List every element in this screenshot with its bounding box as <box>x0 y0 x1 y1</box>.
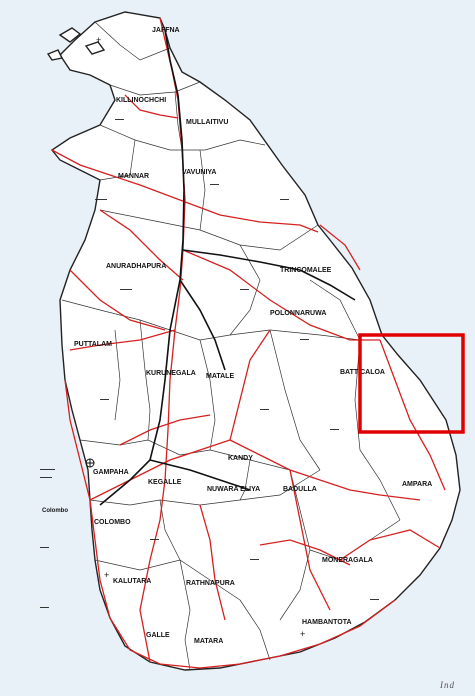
district-labels: JAFFNA KILLINOCHCHI MULLAITIVU MANNAR VA… <box>42 27 432 645</box>
svg-text:▬▬▬: ▬▬▬ <box>260 407 269 411</box>
svg-text:▬▬▬: ▬▬▬ <box>300 337 309 341</box>
label-matale: MATALE <box>206 373 234 380</box>
svg-text:▬▬▬▬▬: ▬▬▬▬▬ <box>40 467 55 471</box>
label-badulla: BADULLA <box>283 486 317 493</box>
svg-text:▬▬▬: ▬▬▬ <box>250 557 259 561</box>
label-kurunegala: KURUNEGALA <box>146 370 196 377</box>
label-colombo-city: Colombo <box>42 508 68 514</box>
label-rathnapura: RATHNAPURA <box>186 580 235 587</box>
svg-text:▬▬▬: ▬▬▬ <box>240 287 249 291</box>
label-trincomalee: TRINCOMALEE <box>280 267 332 274</box>
label-hambantota: HAMBANTOTA <box>302 619 352 626</box>
label-kegalle: KEGALLE <box>148 479 182 486</box>
label-vavuniya: VAVUNIYA <box>182 169 217 176</box>
label-moneragala: MONERAGALA <box>322 557 373 564</box>
footer-label: Ind <box>439 680 455 690</box>
label-mullaitivu: MULLAITIVU <box>186 119 228 126</box>
label-nuwara-eliya: NUWARA ELIYA <box>207 486 260 493</box>
highlight-box <box>358 333 465 434</box>
island-outline <box>50 11 461 671</box>
label-kalutara: KALUTARA <box>113 578 151 585</box>
svg-text:▬▬▬: ▬▬▬ <box>370 597 379 601</box>
svg-text:▬▬▬: ▬▬▬ <box>280 197 289 201</box>
svg-text:▬▬▬▬: ▬▬▬▬ <box>120 287 132 291</box>
label-colombo: COLOMBO <box>94 519 131 526</box>
plus-marker-icon: + <box>104 570 109 580</box>
label-batticaloa: BATTICALOA <box>340 369 385 376</box>
label-ampara: AMPARA <box>402 481 432 488</box>
label-mannar: MANNAR <box>118 173 149 180</box>
svg-text:▬▬▬▬: ▬▬▬▬ <box>95 197 107 201</box>
svg-text:▬▬▬: ▬▬▬ <box>210 182 219 186</box>
label-galle: GALLE <box>146 632 170 639</box>
map-symbols: + + + <box>85 35 305 639</box>
svg-text:▬▬▬: ▬▬▬ <box>40 605 49 609</box>
label-gampaha: GAMPAHA <box>93 469 129 476</box>
label-matara: MATARA <box>194 638 223 645</box>
roads <box>51 17 446 669</box>
svg-text:▬▬▬: ▬▬▬ <box>100 397 109 401</box>
label-puttalam: PUTTALAM <box>74 341 112 348</box>
svg-text:▬▬▬: ▬▬▬ <box>150 537 159 541</box>
jaffna-islets <box>46 27 106 61</box>
label-polonnaruwa: POLONNARUWA <box>270 310 326 317</box>
minor-place-labels: ▬▬▬ ▬▬▬▬ ▬▬▬ ▬▬▬ ▬▬▬▬ ▬▬▬ ▬▬▬ ▬▬▬ ▬▬▬ ▬▬… <box>40 117 379 609</box>
svg-text:▬▬▬▬: ▬▬▬▬ <box>40 475 52 479</box>
label-killinochchi: KILLINOCHCHI <box>116 97 166 104</box>
plus-marker-icon: + <box>96 35 101 45</box>
svg-text:▬▬▬: ▬▬▬ <box>40 545 49 549</box>
label-jaffna: JAFFNA <box>152 27 180 34</box>
railways <box>99 29 356 506</box>
label-anuradhapura: ANURADHAPURA <box>106 263 166 270</box>
label-kandy: KANDY <box>228 455 253 462</box>
svg-text:▬▬▬: ▬▬▬ <box>330 427 339 431</box>
svg-text:▬▬▬: ▬▬▬ <box>115 117 124 121</box>
plus-marker-icon: + <box>300 629 305 639</box>
